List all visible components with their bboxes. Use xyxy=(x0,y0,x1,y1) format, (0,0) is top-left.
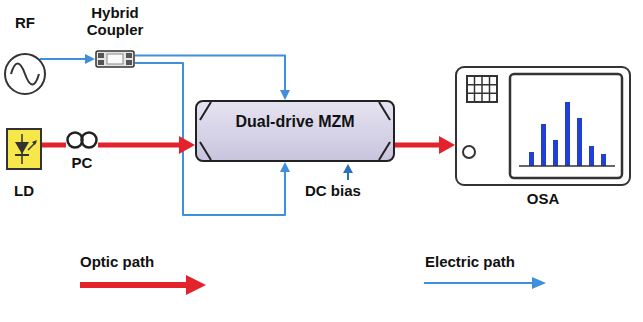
laser-diode: LD xyxy=(4,126,44,204)
legend-label: Optic path xyxy=(80,253,154,270)
arrowhead xyxy=(280,90,290,100)
laser-diode-shape xyxy=(6,128,42,170)
connector-line xyxy=(135,55,285,92)
connector-line xyxy=(395,143,441,148)
node-label: Dual-drive MZM xyxy=(195,112,395,131)
arrowhead xyxy=(85,54,95,64)
node-label: PC xyxy=(62,154,102,171)
arrowhead xyxy=(280,162,290,172)
node-label: Hybrid Coupler xyxy=(68,4,162,38)
optic-path xyxy=(395,136,455,154)
optic-path xyxy=(98,136,195,154)
rf-source: RF xyxy=(2,8,48,98)
arrowhead xyxy=(179,136,195,154)
connector-line xyxy=(98,143,181,148)
optical-spectrum-analyzer-shape xyxy=(455,66,631,186)
rf-source-shape xyxy=(3,52,47,96)
polarization-controller: PC xyxy=(62,124,102,174)
node-label: LD xyxy=(4,182,44,199)
optical-spectrum-analyzer: OSA xyxy=(452,64,634,212)
optic-legend-sample xyxy=(80,275,206,295)
bias-label: DC bias xyxy=(305,182,361,199)
connector-line xyxy=(42,143,66,148)
optic-path xyxy=(42,145,66,146)
dc-bias-arrow xyxy=(343,164,353,180)
hybrid-coupler: Hybrid Coupler xyxy=(68,0,162,72)
legend-label: Electric path xyxy=(425,253,515,270)
node-label: OSA xyxy=(452,190,634,207)
connector-line xyxy=(40,58,87,60)
mzm-box: Dual-drive MZM xyxy=(195,100,395,162)
electric-path xyxy=(40,54,95,64)
mzm-box-shape xyxy=(195,100,395,162)
node-label: RF xyxy=(2,14,48,31)
hybrid-coupler-shape xyxy=(95,50,135,68)
polarization-controller-shape xyxy=(66,130,98,150)
electric-legend-sample xyxy=(424,277,546,289)
arrowhead xyxy=(439,136,455,154)
